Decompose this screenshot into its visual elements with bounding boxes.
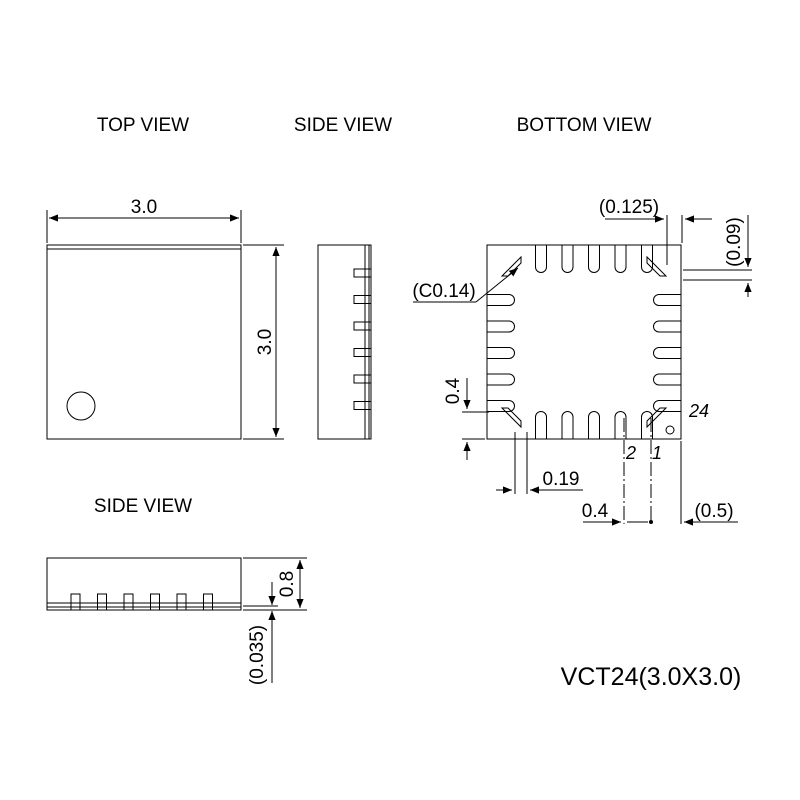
lead-pad-top [561, 245, 574, 273]
lead-pad-top [588, 245, 600, 273]
standoff-label: (0.035) [247, 625, 268, 685]
lead-pad-top [535, 245, 547, 273]
lead-pad-left [487, 320, 515, 333]
side-body-2 [46, 557, 242, 611]
side-lead [203, 593, 213, 611]
lead-pad-bottom [561, 411, 574, 439]
corner-pad-top-right [646, 255, 668, 277]
pin-label-24: 24 [688, 401, 709, 421]
bottom-view-title: BOTTOM VIEW [517, 115, 652, 136]
lead-pad-left [487, 400, 515, 412]
side-lead [353, 295, 372, 304]
side-lead [150, 593, 160, 611]
lead-pad-bottom [614, 411, 627, 439]
lead-pad-left [487, 294, 515, 306]
pin1-index-dot [665, 425, 675, 435]
bottom-body [486, 244, 682, 440]
side-lead [353, 374, 372, 384]
lead-pad-left [487, 347, 515, 359]
pad-extent-label: (0.125) [599, 197, 659, 218]
lead-pad-right [653, 373, 681, 386]
corner-pad-bottom-right [646, 407, 668, 429]
pad-width-label: 0.19 [543, 469, 580, 490]
side-view-horizontal: 0.8 (0.035) [46, 557, 307, 685]
lead-pad-right [653, 294, 681, 306]
bottom-view-dimensions: (0.125) (0.09) (C0.14) 0.4 0.19 0.4 [412, 197, 752, 526]
lead-pad-right [653, 320, 681, 333]
width-label: 3.0 [131, 197, 157, 218]
pad-length-label: 0.4 [443, 377, 464, 404]
side-lead [353, 268, 372, 278]
side-lead [70, 593, 81, 611]
side-view-vertical [317, 244, 372, 440]
side-lead [353, 348, 372, 357]
side-body [317, 244, 372, 440]
lead-pad-bottom [641, 411, 653, 439]
pin-label-2: 2 [625, 443, 636, 463]
pad-offset-label: (0.09) [724, 217, 745, 267]
chamfer-leader [475, 267, 519, 303]
side-view-title: SIDE VIEW [294, 115, 392, 136]
lead-pad-right [653, 347, 681, 359]
pin1-offset-label: (0.5) [694, 501, 733, 522]
corner-pad-bottom-left [500, 407, 522, 429]
lead-pad-top [641, 245, 653, 273]
chamfer-label: (C0.14) [412, 281, 475, 302]
lead-pad-left [487, 373, 515, 386]
lead-pad-top [614, 245, 627, 273]
top-view: 3.0 3.0 [46, 197, 284, 440]
side-lead [123, 593, 134, 611]
dimension-dot [649, 520, 653, 524]
pitch-label: 0.4 [582, 501, 609, 522]
pin-label-1: 1 [652, 443, 662, 463]
side-lead [353, 401, 372, 410]
lead-pad-right [653, 400, 681, 412]
package-name: VCT24(3.0X3.0) [561, 663, 742, 691]
bottom-view [486, 244, 682, 440]
thickness-label: 0.8 [277, 571, 298, 597]
top-view-title: TOP VIEW [97, 115, 189, 136]
side-lead [97, 593, 107, 611]
side-lead [176, 593, 187, 611]
side-view-title-2: SIDE VIEW [94, 496, 192, 517]
lead-pad-bottom [588, 411, 600, 439]
height-label: 3.0 [255, 329, 276, 355]
side-lead [353, 321, 372, 331]
pin1-marker-dot [66, 391, 96, 421]
top-view-body [46, 244, 242, 440]
lead-pad-bottom [535, 411, 547, 439]
